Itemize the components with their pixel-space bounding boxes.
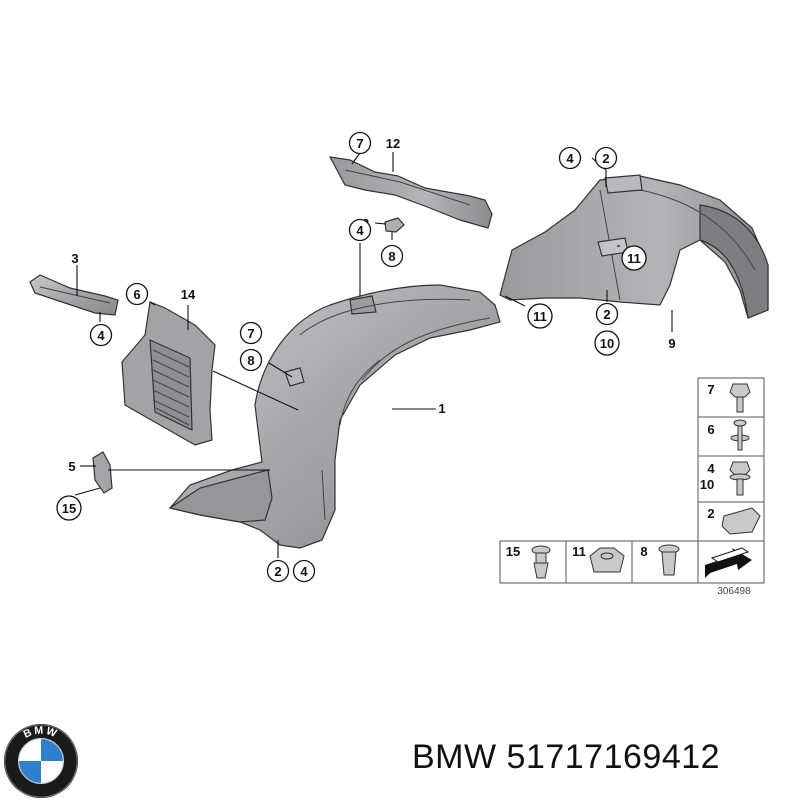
legend-11-label: 11 xyxy=(572,544,586,559)
footer-part-number: 51717169412 xyxy=(506,738,721,776)
callout-4-mid: 4 xyxy=(348,218,372,242)
callout-11-liner: 11 xyxy=(621,245,647,271)
fastener-push-clip-icon xyxy=(531,545,551,579)
callout-9-label: 9 xyxy=(668,336,675,351)
part-12-bracket xyxy=(328,156,493,229)
fastener-hex-bolt-icon xyxy=(729,383,751,413)
fastener-spring-nut-icon xyxy=(721,507,761,535)
callout-7-top: 7 xyxy=(348,131,372,155)
callout-4-left-label: 4 xyxy=(97,328,105,343)
fastener-hex-nut-icon xyxy=(589,547,625,573)
callout-15-left-label: 15 xyxy=(62,501,76,516)
legend-8-label: 8 xyxy=(640,544,647,559)
callout-7-left: 7 xyxy=(239,321,263,345)
callout-8-left: 8 xyxy=(239,348,263,372)
drawing-code: 306498 xyxy=(717,586,751,597)
leader-lines xyxy=(74,149,673,558)
callout-7-top-label: 7 xyxy=(356,136,363,151)
callout-15-left: 15 xyxy=(56,495,82,521)
callout-2-rear: 2 xyxy=(595,302,619,326)
callout-6-label: 6 xyxy=(133,287,140,302)
callout-2-right-label: 2 xyxy=(602,151,609,166)
fastener-legend: 7 6 4 10 2 15 11 8 xyxy=(499,377,765,584)
fastener-screw-icon xyxy=(730,419,750,451)
callout-10-rear: 10 xyxy=(594,330,620,356)
callout-8-mid-label: 8 xyxy=(388,249,395,264)
callout-8-mid: 8 xyxy=(380,244,404,268)
callout-2-right: 2 xyxy=(594,146,618,170)
callout-3-label: 3 xyxy=(71,251,78,266)
part-1-wheel-arch-liner xyxy=(168,284,501,549)
callout-4-left: 4 xyxy=(89,323,113,347)
callout-4-right: 4 xyxy=(558,146,582,170)
arrow-symbol-icon xyxy=(705,547,752,578)
legend-15-label: 15 xyxy=(506,544,520,559)
bmw-logo-text: BMW xyxy=(22,725,58,741)
svg-text:BMW: BMW xyxy=(22,725,60,741)
callout-6: 6 xyxy=(125,282,149,306)
callout-4-right-label: 4 xyxy=(566,151,574,166)
callout-2-rear-label: 2 xyxy=(603,307,610,322)
part-3-strip xyxy=(29,274,119,316)
legend-7-label: 7 xyxy=(707,382,714,397)
callout-4-bottom: 4 xyxy=(292,559,316,583)
legend-4-label: 4 xyxy=(707,461,715,476)
callout-4-bottom-label: 4 xyxy=(300,564,308,579)
part-13-clip xyxy=(384,217,405,233)
legend-cell-7 xyxy=(697,377,765,418)
fastener-flange-bolt-icon xyxy=(729,461,751,496)
callout-11-liner-label: 11 xyxy=(627,251,641,266)
callout-5-label: 5 xyxy=(68,459,75,474)
callout-8-left-label: 8 xyxy=(247,353,254,368)
callout-7-left-label: 7 xyxy=(247,326,254,341)
callout-10-rear-label: 10 xyxy=(600,336,614,351)
footer-part-label: BMW 51717169412 xyxy=(412,738,720,777)
part-5-plate xyxy=(92,451,113,494)
callout-11-edge-label: 11 xyxy=(533,309,547,324)
bmw-logo-icon: BMW xyxy=(3,723,79,799)
footer-brand: BMW xyxy=(412,738,497,776)
fastener-expanding-rivet-icon xyxy=(658,544,680,576)
callout-11-edge: 11 xyxy=(527,303,553,329)
callout-2-bottom: 2 xyxy=(266,559,290,583)
legend-10-label: 10 xyxy=(700,477,714,492)
callout-12-label: 12 xyxy=(386,136,400,151)
callout-14-label: 14 xyxy=(181,287,196,302)
legend-2-label: 2 xyxy=(707,506,714,521)
callout-2-bottom-label: 2 xyxy=(274,564,281,579)
part-14-vent-grille xyxy=(121,301,216,446)
callout-1-label: 1 xyxy=(438,401,445,416)
callout-4-mid-label: 4 xyxy=(356,223,364,238)
legend-6-label: 6 xyxy=(707,422,714,437)
